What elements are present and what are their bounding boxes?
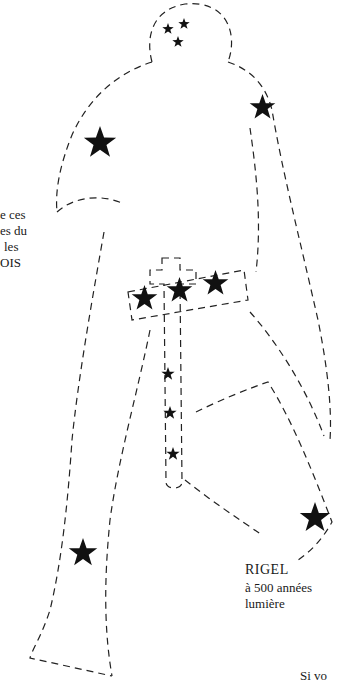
- stars: [69, 18, 330, 565]
- text-fragment: les: [4, 239, 18, 255]
- star-name: RIGEL: [245, 562, 289, 578]
- text-fragment: Si vo: [300, 668, 327, 684]
- text-fragment: e ces: [0, 207, 26, 223]
- text-fragment: OIS: [0, 255, 21, 271]
- figure-outline: [30, 4, 332, 676]
- star-distance: à 500 années lumière: [245, 580, 333, 612]
- text-fragment: es du: [0, 223, 27, 239]
